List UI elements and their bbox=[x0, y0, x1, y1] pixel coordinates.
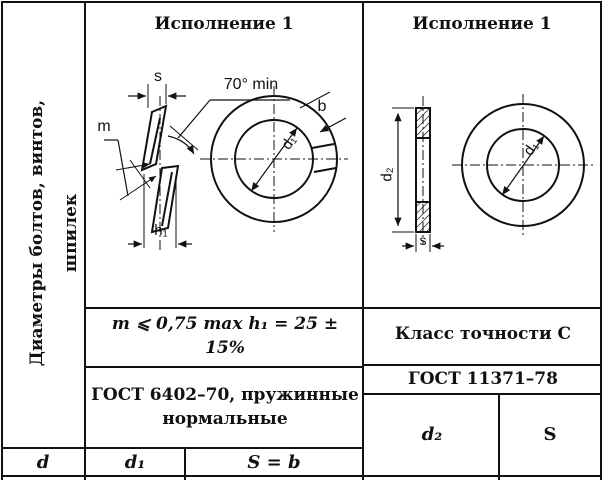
divider-col-d2-s bbox=[498, 393, 500, 480]
gost-left: ГОСТ 6402–70, пружинные нормальные bbox=[91, 385, 359, 429]
column-d1: d₁ bbox=[124, 452, 146, 473]
spring-washer-side-view bbox=[104, 84, 290, 250]
column-d: d bbox=[36, 452, 50, 473]
divider-col-d1 bbox=[184, 447, 186, 480]
column-s-eq-b: S = b bbox=[247, 452, 301, 473]
label-s-right: s bbox=[419, 232, 427, 248]
label-b: b bbox=[317, 98, 327, 115]
spring-washer-front-view bbox=[200, 86, 348, 232]
gost-right: ГОСТ 11371–78 bbox=[408, 369, 558, 389]
label-angle: 70° min bbox=[223, 76, 279, 93]
variant-2-title: Исполнение 1 bbox=[412, 14, 552, 34]
column-d2: d₂ bbox=[421, 424, 443, 445]
border-right bbox=[600, 1, 602, 480]
accuracy-class: Класс точности С bbox=[394, 324, 572, 344]
divider-class-bottom-right bbox=[362, 364, 601, 366]
divider-cond-bottom bbox=[84, 366, 364, 368]
divider-header-top bbox=[1, 447, 364, 449]
flat-washer-side-view bbox=[392, 96, 444, 252]
label-h1: h₁ bbox=[154, 222, 168, 239]
flat-washer-front-view bbox=[452, 94, 594, 236]
border-left bbox=[1, 1, 3, 480]
divider-side bbox=[84, 1, 86, 480]
column-s: S bbox=[543, 424, 557, 445]
divider-bottom bbox=[1, 475, 602, 477]
divider-gost-right-bottom bbox=[362, 393, 601, 395]
side-label: Диаметры болтов, винтов, шпилек bbox=[27, 99, 81, 367]
border-top bbox=[1, 1, 602, 3]
variant-1-title: Исполнение 1 bbox=[154, 14, 294, 34]
divider-middle bbox=[362, 1, 364, 480]
label-m: m bbox=[97, 118, 111, 135]
label-d2-right: d₂ bbox=[378, 167, 396, 182]
divider-drawing-bottom bbox=[84, 307, 601, 309]
condition-text: m ⩽ 0,75 max h₁ = 25 ± 15% bbox=[111, 314, 339, 358]
label-s-left: s bbox=[154, 68, 162, 85]
